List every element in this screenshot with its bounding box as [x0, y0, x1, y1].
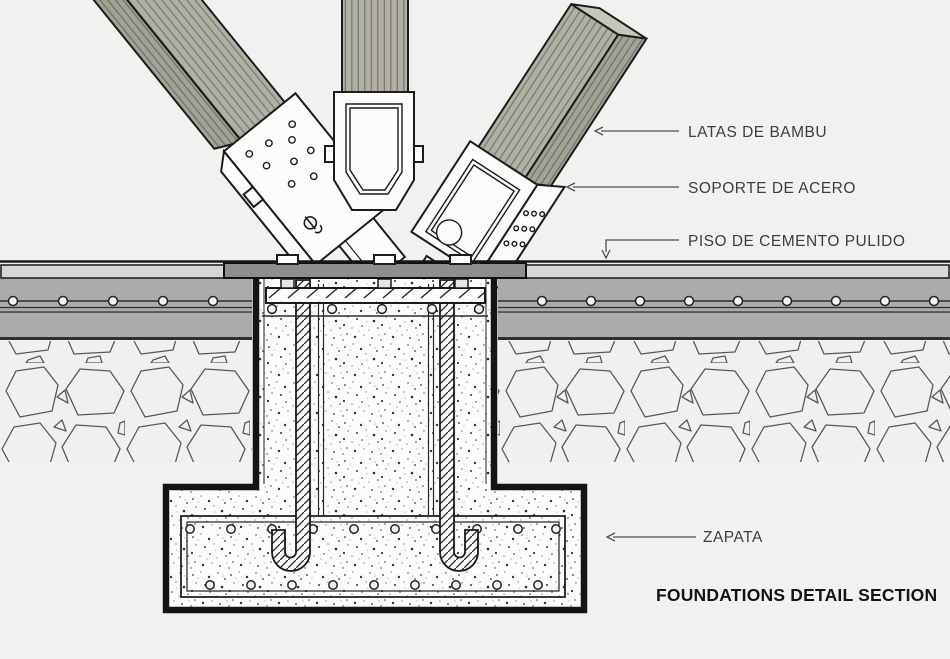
- leader-floor: [601, 239, 679, 260]
- floor-finish-band-left: [0, 264, 226, 279]
- anchor-bolt-left: [271, 279, 311, 572]
- steel-base-plate: [223, 262, 527, 279]
- arrow-left-icon: [565, 182, 576, 192]
- label-latas-de-bambu: LATAS DE BAMBU: [688, 124, 827, 141]
- slab-rebar-dots: [7, 295, 940, 307]
- steel-bracket-center: [324, 91, 424, 211]
- leader-bamboo: [593, 126, 679, 136]
- anchor-bolt-right: [439, 279, 479, 572]
- leader-steel: [565, 182, 679, 192]
- arrow-down-icon: [601, 249, 611, 260]
- annotations: LATAS DE BAMBU SOPORTE DE ACERO PISO DE …: [565, 124, 937, 605]
- concrete-floor-slab: [0, 278, 950, 340]
- anchor-bolt-ties: [317, 284, 435, 516]
- bamboo-cane-center: [341, 0, 409, 101]
- embedded-steel-channel: [262, 287, 488, 317]
- floor-finish-band-right: [525, 264, 950, 279]
- label-zapata: ZAPATA: [703, 529, 763, 546]
- anchor-hook-icon: [303, 216, 323, 234]
- bamboo-pole-center-assembly: [324, 0, 424, 211]
- label-piso-de-cemento-pulido: PISO DE CEMENTO PULIDO: [688, 233, 905, 250]
- drawing-title: FOUNDATIONS DETAIL SECTION: [656, 585, 937, 605]
- stone-subbase-layer: [0, 341, 950, 462]
- bracket-feet: [276, 254, 472, 265]
- footing-rebar-cage: [180, 515, 566, 598]
- leader-zapata: [605, 532, 696, 542]
- footing-zapata: [162, 266, 588, 614]
- arrow-left-icon: [593, 126, 604, 136]
- arrow-left-icon: [605, 532, 616, 542]
- bamboo-cane-right: [472, 2, 649, 188]
- label-soporte-de-acero: SOPORTE DE ACERO: [688, 180, 856, 197]
